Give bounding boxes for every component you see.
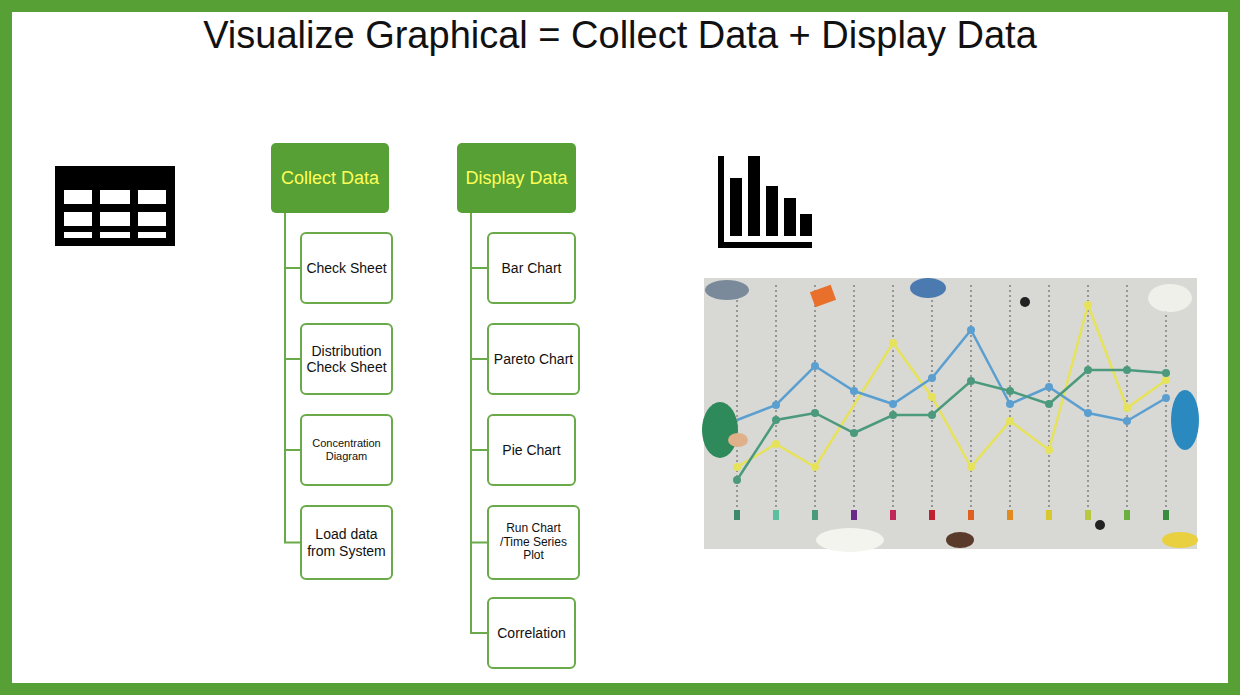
tool-box: Concentration Diagram <box>300 414 393 486</box>
box-label: Concentration Diagram <box>306 437 387 462</box>
tree-connector <box>471 213 487 543</box>
team-chart-photo <box>702 278 1199 552</box>
tree-connector <box>471 213 487 450</box>
box-label: Correlation <box>497 625 565 641</box>
category-header-box: Collect Data <box>271 143 389 213</box>
box-label: Check Sheet <box>306 260 386 276</box>
page-title: Visualize Graphical = Collect Data + Dis… <box>40 14 1200 57</box>
tree-connector <box>471 213 487 633</box>
box-label: Pie Chart <box>502 442 560 458</box>
box-label: Collect Data <box>281 168 379 189</box>
tree-connector <box>285 213 300 268</box>
tree-connector <box>471 213 487 359</box>
bar-chart-icon <box>718 156 812 248</box>
tool-box: Bar Chart <box>487 232 576 304</box>
box-label: Run Chart /Time Series Plot <box>493 522 574 563</box>
tree-connector <box>285 213 300 359</box>
tool-box: Run Chart /Time Series Plot <box>487 505 580 580</box>
box-label: Load data from System <box>306 526 387 558</box>
tool-box: Load data from System <box>300 505 393 580</box>
table-icon <box>55 166 175 246</box>
box-label: Pareto Chart <box>494 351 573 367</box>
tool-box: Distribution Check Sheet <box>300 323 393 395</box>
tree-connector <box>471 213 487 268</box>
tree-connector <box>285 213 300 543</box>
box-label: Display Data <box>465 168 567 189</box>
category-header-box: Display Data <box>457 143 576 213</box>
tool-box: Pie Chart <box>487 414 576 486</box>
tool-box: Check Sheet <box>300 232 393 304</box>
tree-connector <box>285 213 300 450</box>
box-label: Bar Chart <box>502 260 562 276</box>
tool-box: Pareto Chart <box>487 323 580 395</box>
box-label: Distribution Check Sheet <box>306 343 387 375</box>
tool-box: Correlation <box>487 597 576 669</box>
